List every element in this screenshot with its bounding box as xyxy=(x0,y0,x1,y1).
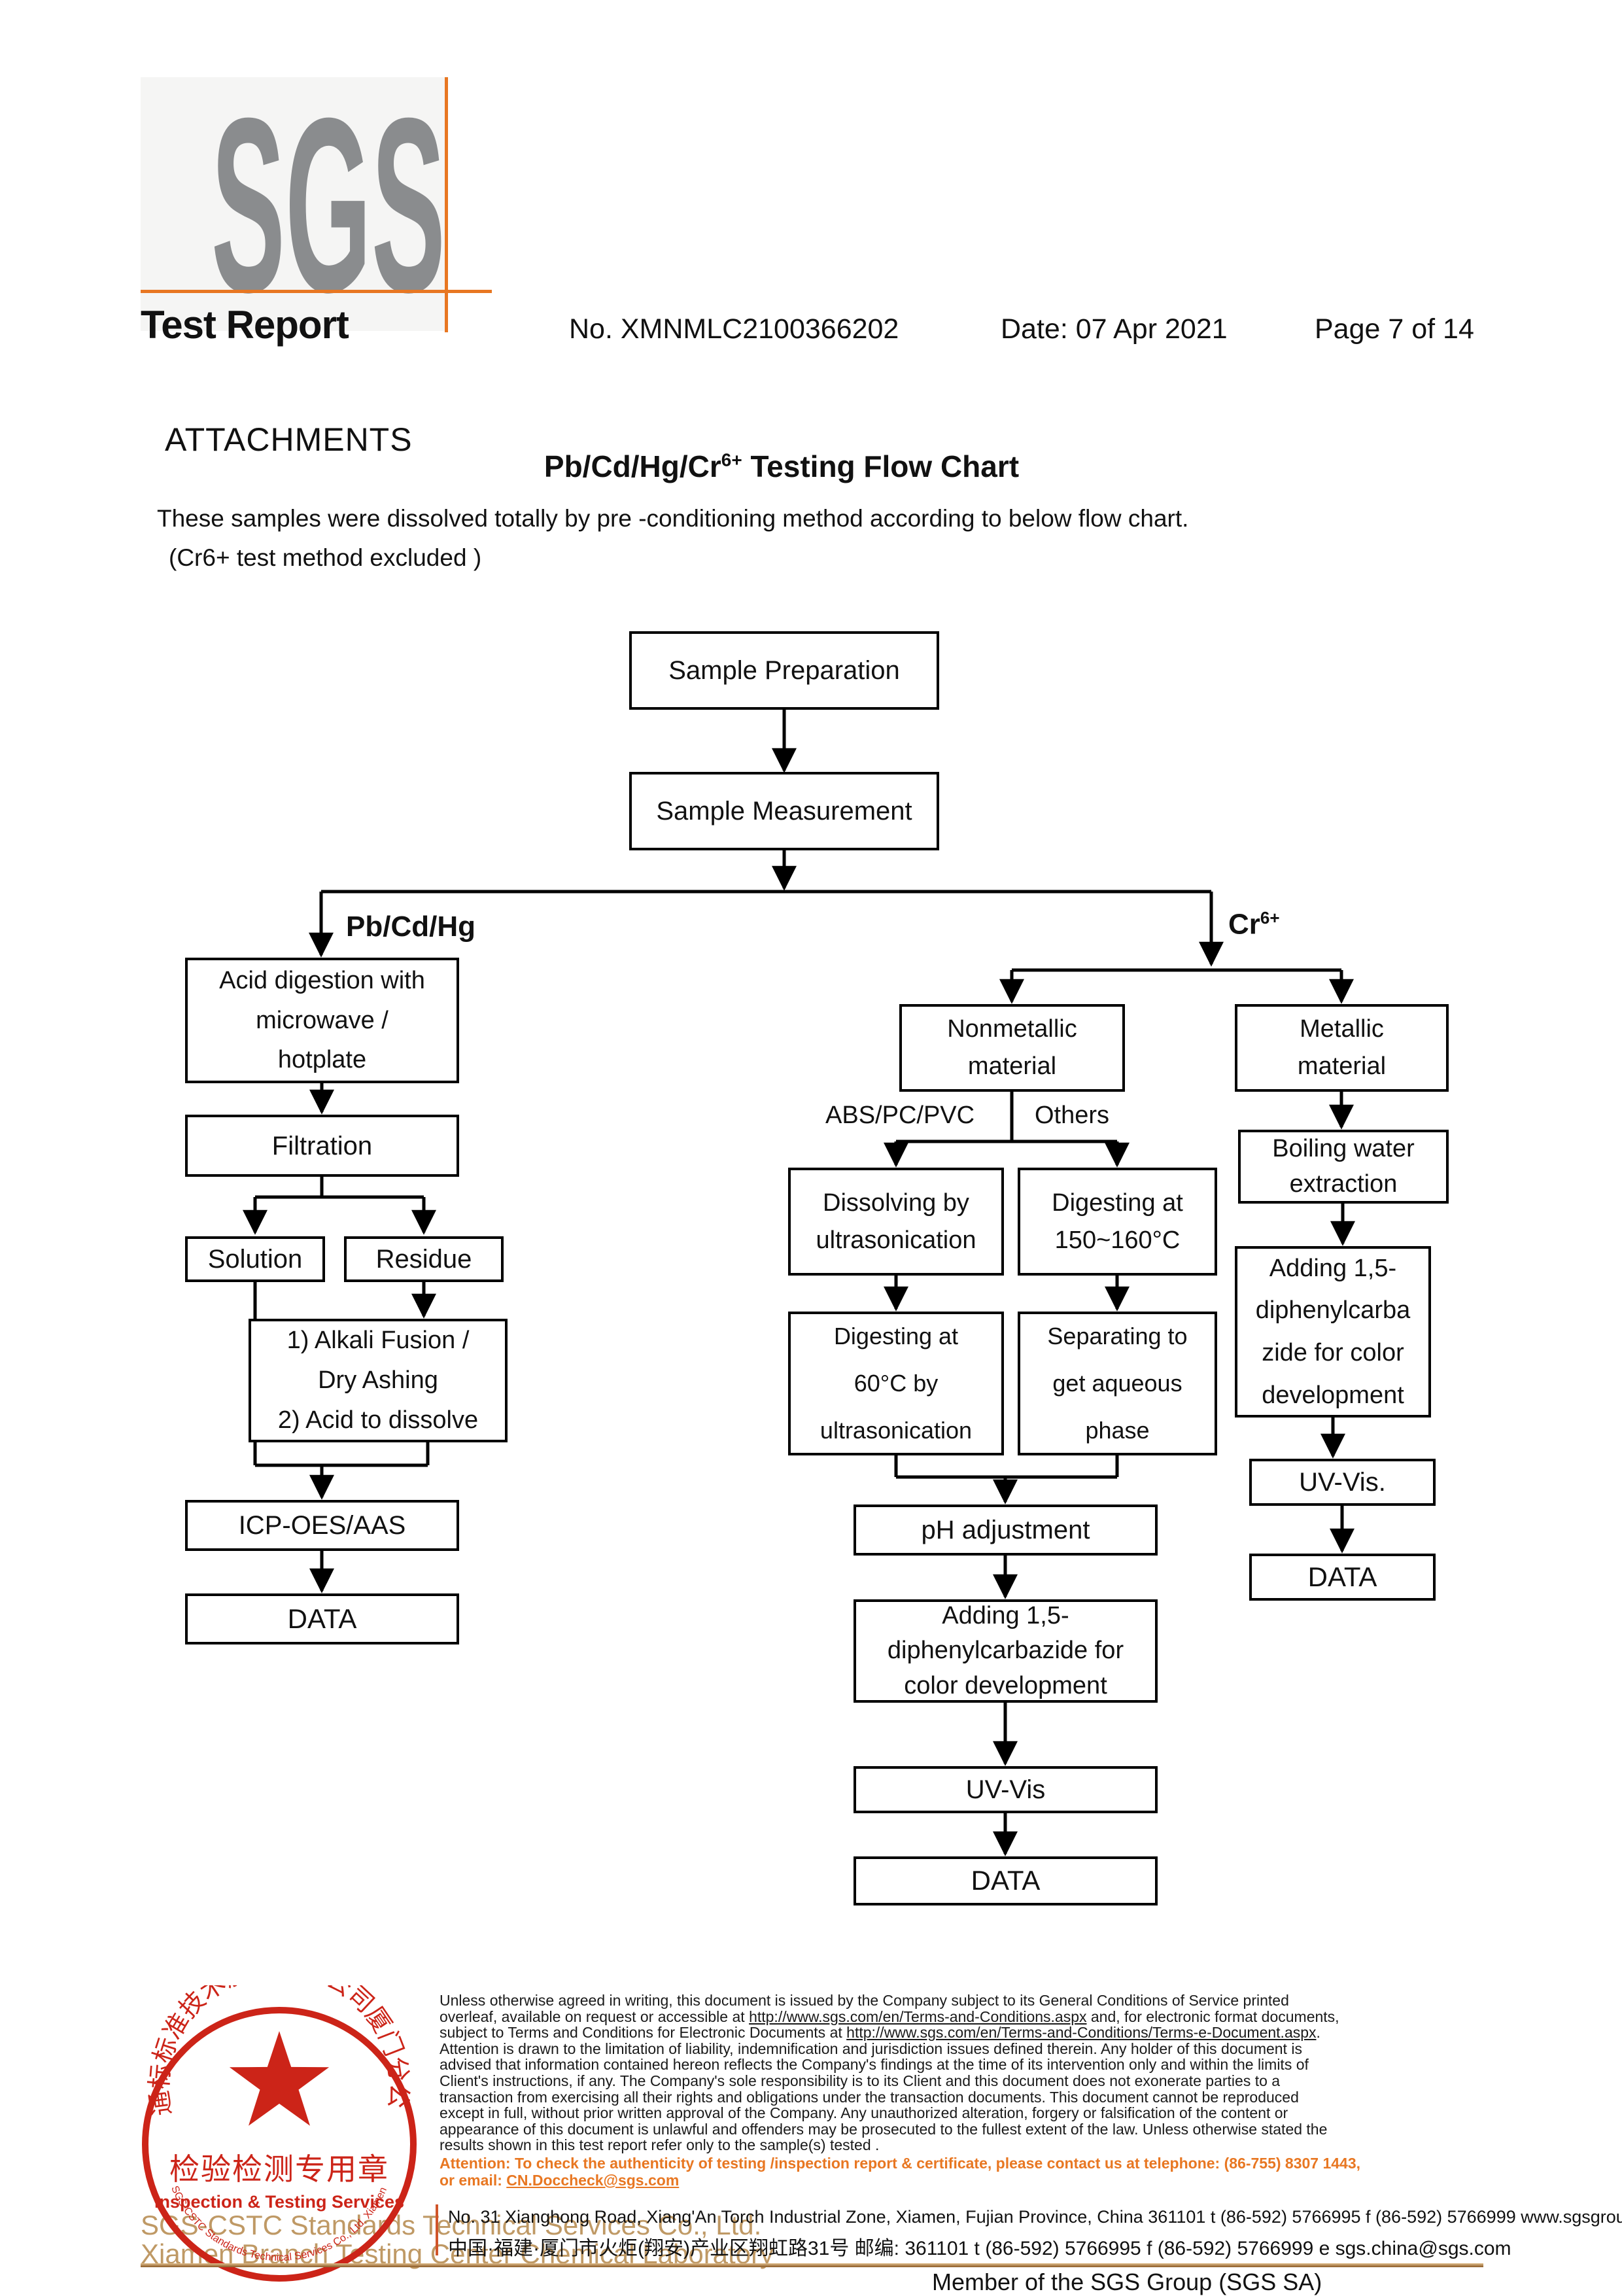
flow-box-dissolving-ultrasonication: Dissolving by ultrasonication xyxy=(788,1168,1004,1276)
disclaimer-line: except in full, without prior written ap… xyxy=(440,2105,1288,2121)
address-divider-line xyxy=(436,2204,438,2255)
text-segment: Attention: To check the authenticity of … xyxy=(440,2155,1361,2172)
link[interactable]: http://www.sgs.com/en/Terms-and-Conditio… xyxy=(846,2024,1317,2042)
attention-line-2: or email: CN.Doccheck@sgs.com xyxy=(440,2172,679,2189)
disclaimer-line: Attention is drawn to the limitation of … xyxy=(440,2040,1302,2057)
cr-label-text: Cr xyxy=(1228,908,1260,941)
flow-box-adding-diphenylcarbazide-right: Adding 1,5- diphenylcarba zide for color… xyxy=(1235,1246,1431,1418)
flow-box-sample-measurement: Sample Measurement xyxy=(629,772,939,850)
report-number: No. XMNMLC2100366202 xyxy=(569,313,899,345)
flow-box-ph-adjustment: pH adjustment xyxy=(854,1505,1158,1556)
text-segment: results shown in this test report refer … xyxy=(440,2136,880,2154)
text-segment: Attention is drawn to the limitation of … xyxy=(440,2040,1302,2057)
flow-box-data-right: DATA xyxy=(1249,1554,1436,1601)
flow-chart-title-main: Pb/Cd/Hg/Cr xyxy=(544,449,721,483)
text-segment: overleaf, available on request or access… xyxy=(440,2008,750,2025)
address-chinese: 中国·福建·厦门市火炬(翔安)产业区翔虹路31号 邮编: 361101 t (8… xyxy=(448,2238,1511,2259)
text-segment: transaction from exercising all their ri… xyxy=(440,2088,1299,2106)
disclaimer-line: Client's instructions, if any. The Compa… xyxy=(440,2073,1280,2089)
company-name-line1: SGS-CSTC Standards Technical Services Co… xyxy=(141,2210,762,2240)
label-others: Others xyxy=(1035,1102,1110,1129)
attachments-heading: ATTACHMENTS xyxy=(165,421,413,458)
flow-box-adding-diphenylcarbazide-mid: Adding 1,5- diphenylcarbazide for color … xyxy=(854,1599,1158,1703)
footer-separator-line xyxy=(141,2263,1483,2267)
disclaimer-line: Unless otherwise agreed in writing, this… xyxy=(440,1992,1289,2009)
text-segment: appearance of this document is unlawful … xyxy=(440,2120,1328,2138)
flow-chart-title-sup: 6+ xyxy=(721,449,742,470)
intro-line-1: These samples were dissolved totally by … xyxy=(157,505,1189,532)
disclaimer-line: subject to Terms and Conditions for Elec… xyxy=(440,2025,1320,2041)
intro-line-2: (Cr6+ test method excluded ) xyxy=(169,544,482,571)
flow-box-digesting-60: Digesting at 60°C by ultrasonication xyxy=(788,1312,1004,1455)
disclaimer-line: overleaf, available on request or access… xyxy=(440,2008,1339,2025)
stamp-center-chinese: 检验检测专用章 xyxy=(169,2152,389,2186)
member-of-sgs-group: Member of the SGS Group (SGS SA) xyxy=(932,2269,1322,2295)
link[interactable]: http://www.sgs.com/en/Terms-and-Conditio… xyxy=(749,2008,1087,2025)
flow-box-nonmetallic-material: Nonmetallic material xyxy=(899,1004,1125,1092)
disclaimer-line: appearance of this document is unlawful … xyxy=(440,2121,1327,2138)
page-indicator: Page 7 of 14 xyxy=(1315,313,1474,345)
report-date: Date: 07 Apr 2021 xyxy=(1001,313,1228,345)
text-segment: Client's instructions, if any. The Compa… xyxy=(440,2072,1281,2089)
stamp-star-icon xyxy=(229,2031,330,2126)
flow-box-icp-oes-aas: ICP-OES/AAS xyxy=(185,1500,459,1551)
flow-box-digesting-150-160: Digesting at 150~160°C xyxy=(1018,1168,1217,1276)
stamp-circle xyxy=(142,2007,417,2282)
text-segment: . xyxy=(1316,2024,1320,2042)
link[interactable]: CN.Doccheck@sgs.com xyxy=(506,2172,680,2189)
attention-line-1: Attention: To check the authenticity of … xyxy=(440,2155,1360,2172)
branch-label-cr6: Cr6+ xyxy=(1228,908,1280,941)
flow-box-solution: Solution xyxy=(185,1236,325,1282)
page-title: Test Report xyxy=(141,303,349,347)
sgs-logo-background xyxy=(141,77,446,331)
flow-box-residue: Residue xyxy=(344,1236,504,1282)
flow-box-acid-digestion: Acid digestion with microwave / hotplate xyxy=(185,958,459,1083)
disclaimer-line: results shown in this test report refer … xyxy=(440,2137,879,2153)
address-english: No. 31 Xianghong Road, Xiang'An Torch In… xyxy=(448,2207,1622,2227)
cr-label-sup: 6+ xyxy=(1260,908,1280,928)
flow-box-filtration: Filtration xyxy=(185,1115,459,1177)
flow-box-uv-vis-mid: UV-Vis xyxy=(854,1766,1158,1813)
disclaimer-line: transaction from exercising all their ri… xyxy=(440,2089,1299,2106)
flow-box-data-mid: DATA xyxy=(854,1856,1158,1905)
flow-box-separating-aqueous: Separating to get aqueous phase xyxy=(1018,1312,1217,1455)
flow-chart-title: Pb/Cd/Hg/Cr6+ Testing Flow Chart xyxy=(0,449,1563,484)
flow-box-data-left: DATA xyxy=(185,1593,459,1644)
inspection-stamp: 通标标准技术服务有限公司厦门分公司 检验检测专用章 Inspection & T… xyxy=(114,1985,417,2282)
flow-box-alkali-fusion: 1) Alkali Fusion / Dry Ashing 2) Acid to… xyxy=(249,1319,508,1442)
connector-lines xyxy=(243,710,1355,1856)
logo-orange-vertical-line xyxy=(445,77,448,332)
flow-chart-title-suffix: Testing Flow Chart xyxy=(742,449,1020,483)
branch-label-pb-cd-hg: Pb/Cd/Hg xyxy=(346,911,475,943)
label-abs-pc-pvc: ABS/PC/PVC xyxy=(825,1102,975,1129)
text-segment: advised that information contained hereo… xyxy=(440,2056,1309,2074)
flow-box-boiling-water-extraction: Boiling water extraction xyxy=(1238,1130,1449,1204)
text-segment: or email: xyxy=(440,2172,507,2189)
text-segment: subject to Terms and Conditions for Elec… xyxy=(440,2024,847,2042)
text-segment: and, for electronic format documents, xyxy=(1086,2008,1339,2025)
text-segment: Unless otherwise agreed in writing, this… xyxy=(440,1992,1289,2009)
flow-box-sample-preparation: Sample Preparation xyxy=(629,631,939,710)
logo-orange-horizontal-line xyxy=(141,290,492,293)
flow-box-uv-vis-right: UV-Vis. xyxy=(1249,1459,1436,1506)
flow-box-metallic-material: Metallic material xyxy=(1235,1004,1449,1092)
text-segment: except in full, without prior written ap… xyxy=(440,2104,1288,2122)
disclaimer-line: advised that information contained hereo… xyxy=(440,2057,1309,2073)
stamp-center-english: Inspection & Testing Services xyxy=(154,2192,404,2212)
